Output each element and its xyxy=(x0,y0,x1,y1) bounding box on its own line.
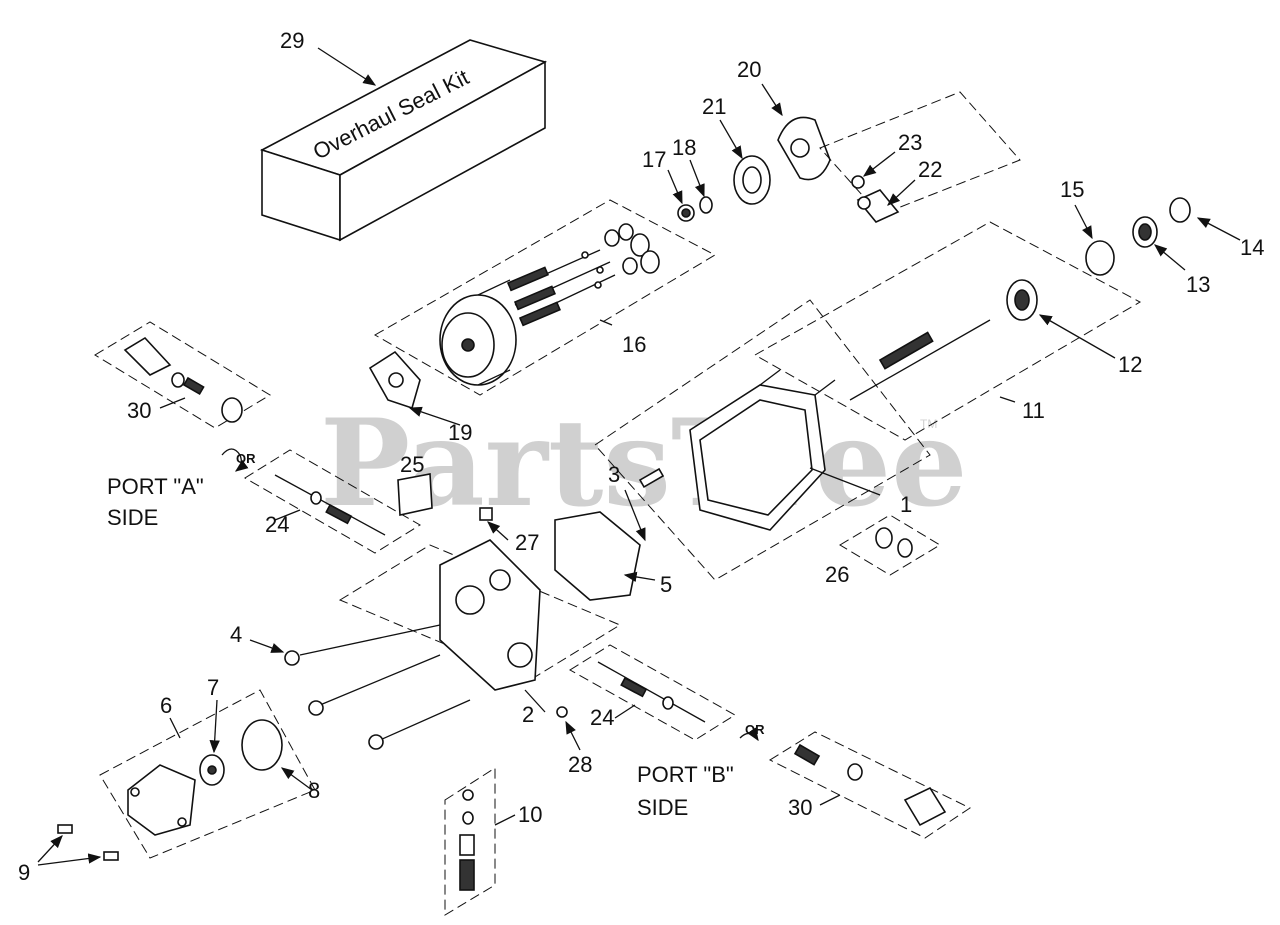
port-b-or: OR xyxy=(745,722,765,737)
callout-15[interactable]: 15 xyxy=(1060,177,1084,202)
snap-ring[interactable] xyxy=(1169,197,1191,223)
shaft-frame xyxy=(753,221,1142,441)
bypass-frame xyxy=(444,767,496,916)
port-a-label-line2: SIDE xyxy=(107,505,158,530)
callout-5[interactable]: 5 xyxy=(660,572,672,597)
callout-23[interactable]: 23 xyxy=(898,130,922,155)
lip-seal[interactable] xyxy=(1132,216,1158,248)
callout-16[interactable]: 16 xyxy=(622,332,646,357)
callout-1[interactable]: 1 xyxy=(900,492,912,517)
gasket[interactable] xyxy=(554,511,641,601)
callout-11[interactable]: 11 xyxy=(1022,398,1045,423)
trunnion-arm[interactable] xyxy=(856,189,900,223)
long-bolt-4[interactable] xyxy=(284,624,441,666)
washer-frame xyxy=(839,514,941,576)
watermark: PartsTree xyxy=(320,393,967,534)
thrust-washer[interactable] xyxy=(1085,240,1115,276)
callout-3[interactable]: 3 xyxy=(608,462,620,487)
callout-30-b[interactable]: 30 xyxy=(788,795,812,820)
dowel-pin[interactable] xyxy=(638,467,665,489)
callout-14[interactable]: 14 xyxy=(1240,235,1264,260)
rotation-arrow-b xyxy=(739,727,759,742)
callout-29[interactable]: 29 xyxy=(280,28,304,53)
callout-27[interactable]: 27 xyxy=(515,530,539,555)
callout-8[interactable]: 8 xyxy=(308,778,320,803)
pistons-frame xyxy=(373,199,717,396)
retaining-ring[interactable] xyxy=(699,196,713,214)
pump-housing[interactable] xyxy=(689,369,836,531)
callout-6[interactable]: 6 xyxy=(160,693,172,718)
check-valve-b-frame xyxy=(569,644,736,741)
callout-24-a[interactable]: 24 xyxy=(265,512,289,537)
o-ring[interactable] xyxy=(241,719,283,771)
cover-plate[interactable] xyxy=(127,764,196,836)
plug-27[interactable] xyxy=(479,507,493,521)
callout-18[interactable]: 18 xyxy=(672,135,696,160)
callout-26[interactable]: 26 xyxy=(825,562,849,587)
check-valve-b[interactable] xyxy=(597,661,706,723)
callout-10[interactable]: 10 xyxy=(518,802,542,827)
callout-21[interactable]: 21 xyxy=(702,94,726,119)
relief-valve-b[interactable] xyxy=(793,743,947,827)
callout-4[interactable]: 4 xyxy=(230,622,242,647)
name-plate[interactable] xyxy=(397,473,433,516)
charge-pump[interactable] xyxy=(199,754,225,786)
callout-13[interactable]: 13 xyxy=(1186,272,1210,297)
cylinder-block[interactable] xyxy=(439,279,517,386)
callout-17[interactable]: 17 xyxy=(642,147,666,172)
cap-screws[interactable] xyxy=(57,824,119,861)
callout-24-b[interactable]: 24 xyxy=(590,705,614,730)
hex-nut[interactable] xyxy=(851,175,865,189)
rotation-arrow-a xyxy=(221,448,249,472)
bypass-valve[interactable] xyxy=(459,789,475,891)
relief-valve-a[interactable] xyxy=(123,336,243,423)
callout-30-a[interactable]: 30 xyxy=(127,398,151,423)
callout-20[interactable]: 20 xyxy=(737,57,761,82)
swashplate-frame xyxy=(819,91,1021,216)
plug-28[interactable] xyxy=(556,706,568,718)
shaft-seal[interactable] xyxy=(677,204,695,222)
callout-12[interactable]: 12 xyxy=(1118,352,1142,377)
callout-7[interactable]: 7 xyxy=(207,675,219,700)
long-bolt-2[interactable] xyxy=(308,654,471,750)
cover-frame xyxy=(99,689,316,859)
thrust-plate[interactable] xyxy=(368,350,421,410)
callout-9[interactable]: 9 xyxy=(18,860,30,885)
port-a-label-line1: PORT "A" xyxy=(107,474,204,499)
callout-28[interactable]: 28 xyxy=(568,752,592,777)
relief-valve-b-frame xyxy=(768,731,972,839)
port-b-label-line1: PORT "B" xyxy=(637,762,734,787)
housing-frame xyxy=(594,299,931,581)
callout-2[interactable]: 2 xyxy=(522,702,534,727)
callout-19[interactable]: 19 xyxy=(448,420,472,445)
callout-22[interactable]: 22 xyxy=(918,157,942,182)
port-b-label-line2: SIDE xyxy=(637,795,688,820)
check-valve-a-frame xyxy=(244,449,421,554)
input-shaft[interactable] xyxy=(849,319,991,401)
washer-set[interactable] xyxy=(875,527,913,558)
overhaul-seal-kit-box[interactable]: Overhaul Seal Kit xyxy=(259,39,548,242)
piston-springs[interactable] xyxy=(506,223,660,327)
callout-25[interactable]: 25 xyxy=(400,452,424,477)
end-cap[interactable] xyxy=(439,539,541,691)
bearing-race[interactable] xyxy=(733,155,771,205)
ball-bearing[interactable] xyxy=(1006,279,1038,321)
watermark-tm: TM xyxy=(920,417,937,431)
check-valve-a[interactable] xyxy=(274,474,386,536)
relief-valve-a-frame xyxy=(94,321,271,429)
port-a-or: OR xyxy=(236,451,256,466)
swashplate[interactable] xyxy=(777,116,831,181)
